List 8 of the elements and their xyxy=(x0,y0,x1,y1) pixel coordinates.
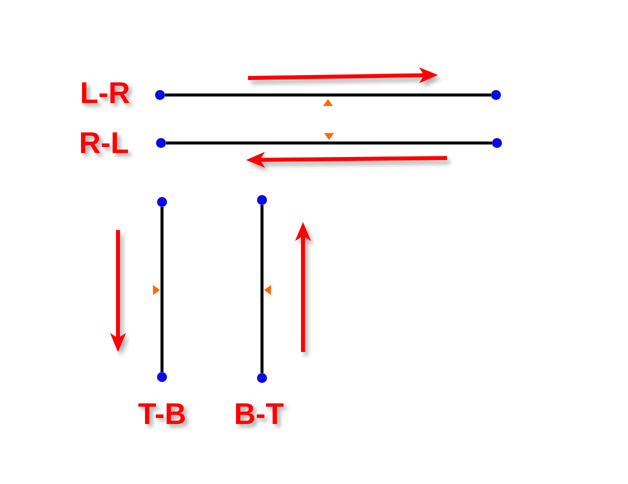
line-segment xyxy=(160,207,164,372)
line-label: T-B xyxy=(138,400,186,430)
line-label: B-T xyxy=(234,400,284,430)
line-segment xyxy=(166,142,492,144)
line-label: L-R xyxy=(80,79,130,109)
line-label: R-L xyxy=(79,129,129,159)
line-segment xyxy=(165,94,491,96)
line-segment xyxy=(260,205,264,373)
